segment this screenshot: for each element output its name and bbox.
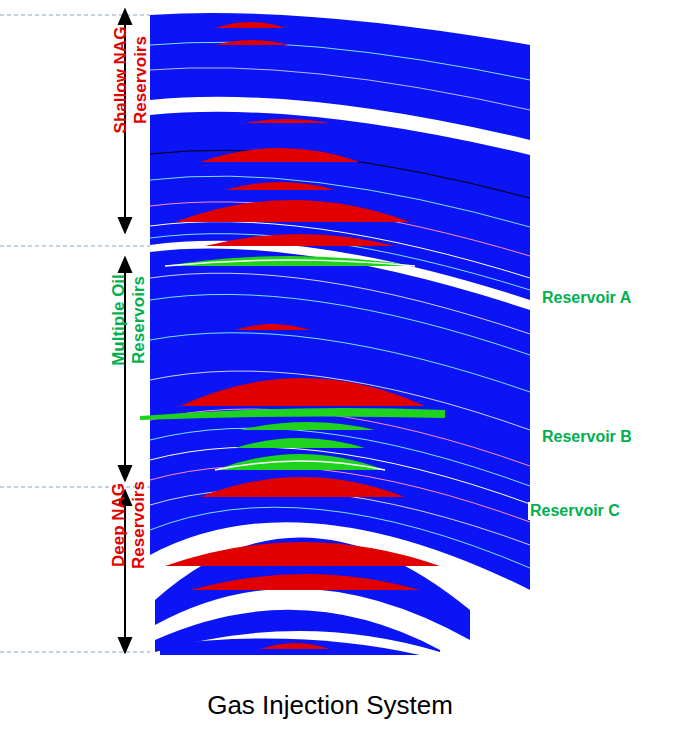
oil-lens — [140, 256, 445, 470]
reservoir-label: Reservoir B — [540, 428, 634, 446]
gas-lens — [165, 22, 440, 649]
reservoir-label: Reservoir C — [528, 502, 622, 520]
zone-label: Shallow NAG Reservoirs — [111, 15, 151, 145]
reservoir-label: Reservoir A — [540, 289, 633, 307]
zone-label: Multiple Oil Reservoirs — [109, 255, 149, 385]
horizon-line — [165, 260, 415, 470]
rock-layer — [150, 13, 530, 655]
horizon-line — [150, 42, 530, 568]
zone-label: Deep NAG Reservoirs — [109, 460, 149, 590]
figure-caption: Gas Injection System — [207, 690, 453, 721]
zone-separator — [0, 15, 150, 652]
